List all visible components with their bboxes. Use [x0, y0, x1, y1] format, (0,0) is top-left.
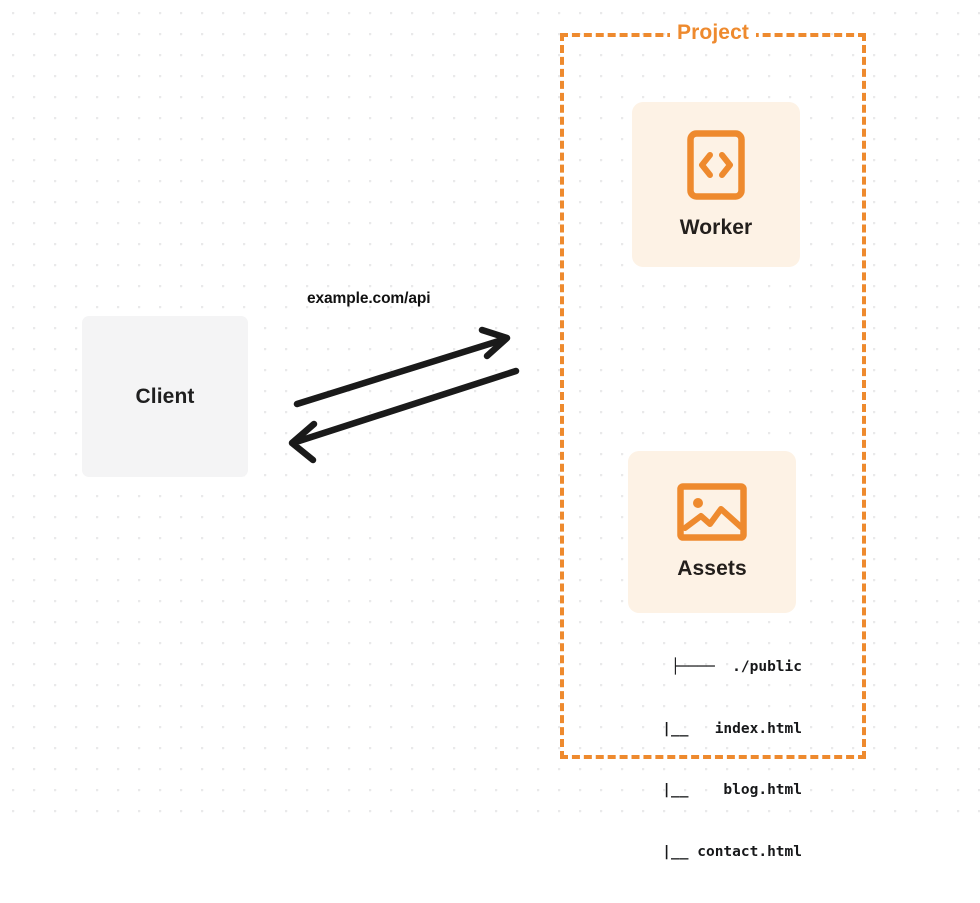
file-tree-row: ├──── ./public [671, 659, 802, 675]
project-title: Project [560, 20, 866, 46]
assets-card[interactable]: Assets [628, 451, 796, 613]
request-arrow [293, 326, 511, 408]
code-brackets-icon [687, 129, 745, 200]
file-tree-row: |__ blog.html [627, 782, 802, 798]
response-arrow [288, 367, 520, 464]
diagram-canvas: Client example.com/api Project Worker [0, 0, 980, 860]
worker-card[interactable]: Worker [632, 102, 800, 267]
asset-file-tree: ├──── ./public |__ index.html |__ blog.h… [602, 616, 802, 903]
file-tree-row: |__ contact.html [627, 843, 802, 860]
client-node[interactable]: Client [82, 316, 248, 477]
assets-card-label: Assets [677, 557, 747, 580]
worker-card-label: Worker [679, 215, 753, 239]
image-icon [677, 483, 747, 541]
project-title-text: Project [670, 20, 756, 46]
file-tree-row: |__ index.html [627, 720, 802, 737]
client-label: Client [135, 384, 195, 408]
connection-label: example.com/api [307, 290, 431, 307]
